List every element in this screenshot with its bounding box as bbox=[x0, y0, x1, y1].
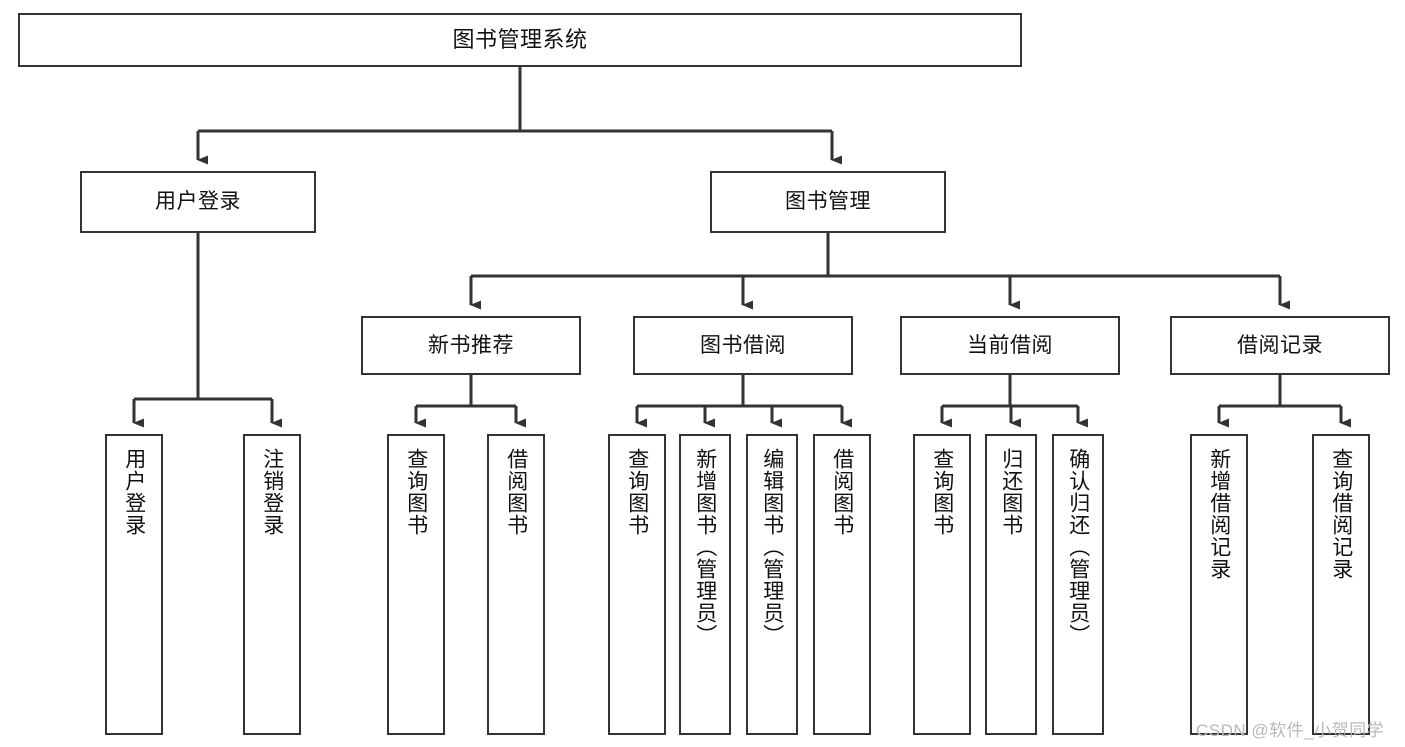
leaf-edit-book-admin[interactable]: 编辑图书（管理员） bbox=[746, 434, 798, 735]
leaf-user-login[interactable]: 用户登录 bbox=[105, 434, 163, 735]
node-label: 借阅图书 bbox=[504, 448, 528, 536]
node-label: 查询图书 bbox=[404, 448, 428, 536]
edge-group-book-borrow bbox=[635, 375, 852, 428]
edge-group-new-book-recommend bbox=[414, 375, 526, 428]
node-label: 查询图书 bbox=[625, 448, 649, 536]
node-label: 用户登录 bbox=[155, 190, 241, 214]
leaf-borrow-book[interactable]: 借阅图书 bbox=[813, 434, 871, 735]
leaf-add-borrow-record[interactable]: 新增借阅记录 bbox=[1190, 434, 1248, 735]
node-label: 借阅图书 bbox=[830, 448, 854, 536]
leaf-logout-login[interactable]: 注销登录 bbox=[243, 434, 301, 735]
node-current-borrow[interactable]: 当前借阅 bbox=[900, 316, 1120, 375]
node-label: 新增图书（管理员） bbox=[693, 448, 717, 646]
node-label: 查询借阅记录 bbox=[1329, 448, 1353, 580]
edge-group-borrow-records bbox=[1217, 375, 1351, 428]
node-root-book-management-system[interactable]: 图书管理系统 bbox=[18, 13, 1022, 67]
node-label: 图书管理 bbox=[785, 190, 871, 214]
leaf-borrow-book-recommend[interactable]: 借阅图书 bbox=[487, 434, 545, 735]
node-new-book-recommend[interactable]: 新书推荐 bbox=[361, 316, 581, 375]
node-label: 查询图书 bbox=[930, 448, 954, 536]
node-label: 归还图书 bbox=[999, 448, 1023, 536]
node-label: 当前借阅 bbox=[967, 333, 1053, 357]
node-label: 图书管理系统 bbox=[452, 26, 588, 52]
leaf-query-book-current[interactable]: 查询图书 bbox=[913, 434, 971, 735]
leaf-confirm-return-admin[interactable]: 确认归还（管理员） bbox=[1052, 434, 1104, 735]
node-label: 借阅记录 bbox=[1237, 333, 1323, 357]
leaf-return-book[interactable]: 归还图书 bbox=[985, 434, 1037, 735]
node-label: 新书推荐 bbox=[428, 333, 514, 357]
edge-group-root bbox=[196, 67, 842, 165]
leaf-query-book-borrow[interactable]: 查询图书 bbox=[608, 434, 666, 735]
node-label: 用户登录 bbox=[122, 448, 146, 536]
node-book-borrow[interactable]: 图书借阅 bbox=[633, 316, 853, 375]
leaf-query-book-recommend[interactable]: 查询图书 bbox=[387, 434, 445, 735]
node-label: 编辑图书（管理员） bbox=[760, 448, 784, 646]
node-user-login[interactable]: 用户登录 bbox=[80, 171, 316, 233]
leaf-query-borrow-record[interactable]: 查询借阅记录 bbox=[1312, 434, 1370, 735]
edge-group-book-management bbox=[469, 233, 1290, 310]
node-label: 确认归还（管理员） bbox=[1066, 448, 1090, 646]
node-label: 注销登录 bbox=[260, 448, 284, 536]
node-borrow-records[interactable]: 借阅记录 bbox=[1170, 316, 1390, 375]
node-label: 图书借阅 bbox=[700, 333, 786, 357]
edge-group-current-borrow bbox=[940, 375, 1088, 428]
edge-group-user-login bbox=[132, 233, 282, 428]
leaf-add-book-admin[interactable]: 新增图书（管理员） bbox=[679, 434, 731, 735]
node-book-management[interactable]: 图书管理 bbox=[710, 171, 946, 233]
node-label: 新增借阅记录 bbox=[1207, 448, 1231, 580]
